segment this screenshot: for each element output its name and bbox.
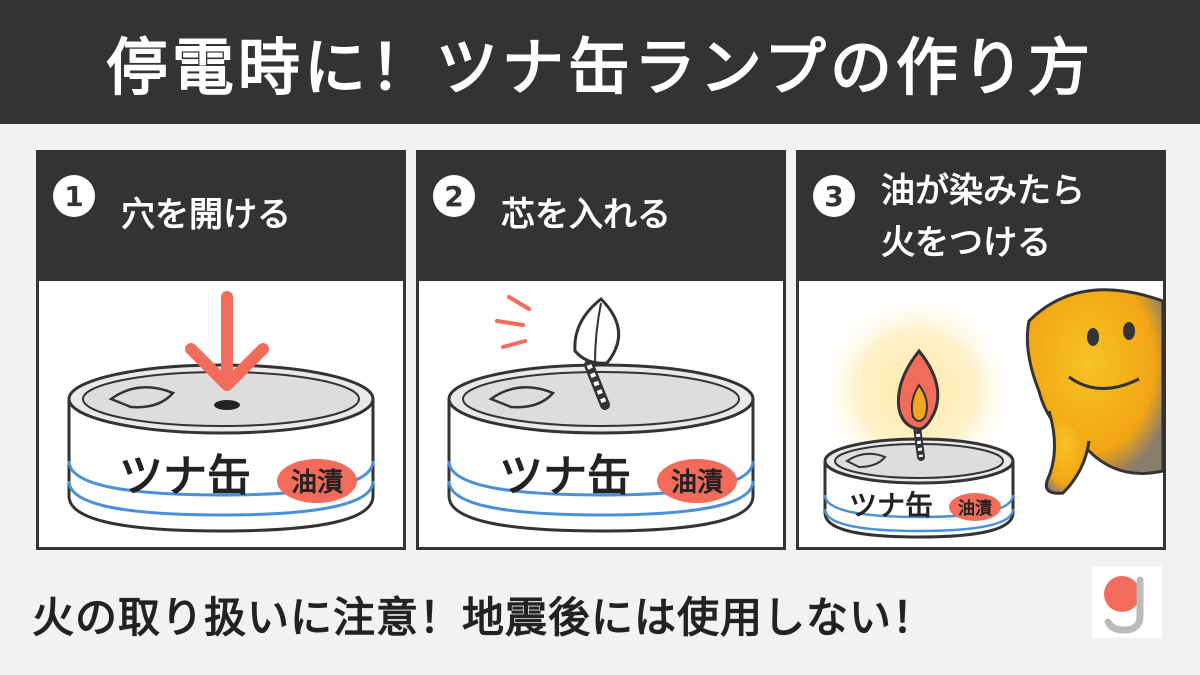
- character-icon: [1025, 288, 1163, 495]
- step-label: 穴を開ける: [121, 195, 291, 235]
- can-brand-label: ツナ缶: [119, 451, 251, 502]
- oil-badge: [657, 459, 737, 503]
- step-label-line-2: 火をつける: [881, 223, 1051, 263]
- step-illustration: ツナ缶 油漬: [39, 281, 403, 547]
- header-bar: 停電時に！ツナ缶ランプの作り方: [0, 0, 1200, 124]
- step-panel-header: 1 穴を開ける: [39, 153, 403, 281]
- step-label: 芯を入れる: [501, 195, 671, 235]
- step-number-badge: 3: [813, 175, 855, 217]
- can-variety-label: 油漬: [291, 468, 343, 498]
- step-number-badge: 1: [53, 175, 95, 217]
- can-variety-label: 油漬: [671, 468, 723, 498]
- step-number-badge: 2: [433, 175, 475, 217]
- sparkle-lines-icon: [495, 295, 531, 349]
- can-variety-label: 油漬: [958, 498, 993, 519]
- step-panel-header: 2 芯を入れる: [419, 153, 783, 281]
- oil-badge: [949, 493, 1001, 521]
- can-brand-label: ツナ缶: [849, 489, 933, 522]
- step-panel-header: 3 油が染みたら 火をつける: [799, 153, 1163, 281]
- safety-warning: 火の取り扱いに注意！地震後には使用しない！: [32, 593, 936, 642]
- flame-icon: [896, 348, 940, 461]
- oil-badge: [277, 459, 357, 503]
- down-arrow-icon: [185, 291, 269, 391]
- step-panel-3: 3 油が染みたら 火をつける: [796, 150, 1166, 550]
- wick-icon: [573, 296, 621, 410]
- step-illustration: ツナ缶 油漬: [799, 281, 1163, 547]
- step-panel-1: 1 穴を開ける ツナ缶 油漬: [36, 150, 406, 550]
- can-brand-label: ツナ缶: [499, 451, 631, 502]
- step-illustration: ツナ缶 油漬: [419, 281, 783, 547]
- page-title: 停電時に！ツナ缶ランプの作り方: [105, 31, 1095, 104]
- logo-icon: [1092, 566, 1162, 638]
- step-panel-2: 2 芯を入れる ツナ缶 油漬: [416, 150, 786, 550]
- step-label-line-1: 油が染みたら: [881, 171, 1085, 211]
